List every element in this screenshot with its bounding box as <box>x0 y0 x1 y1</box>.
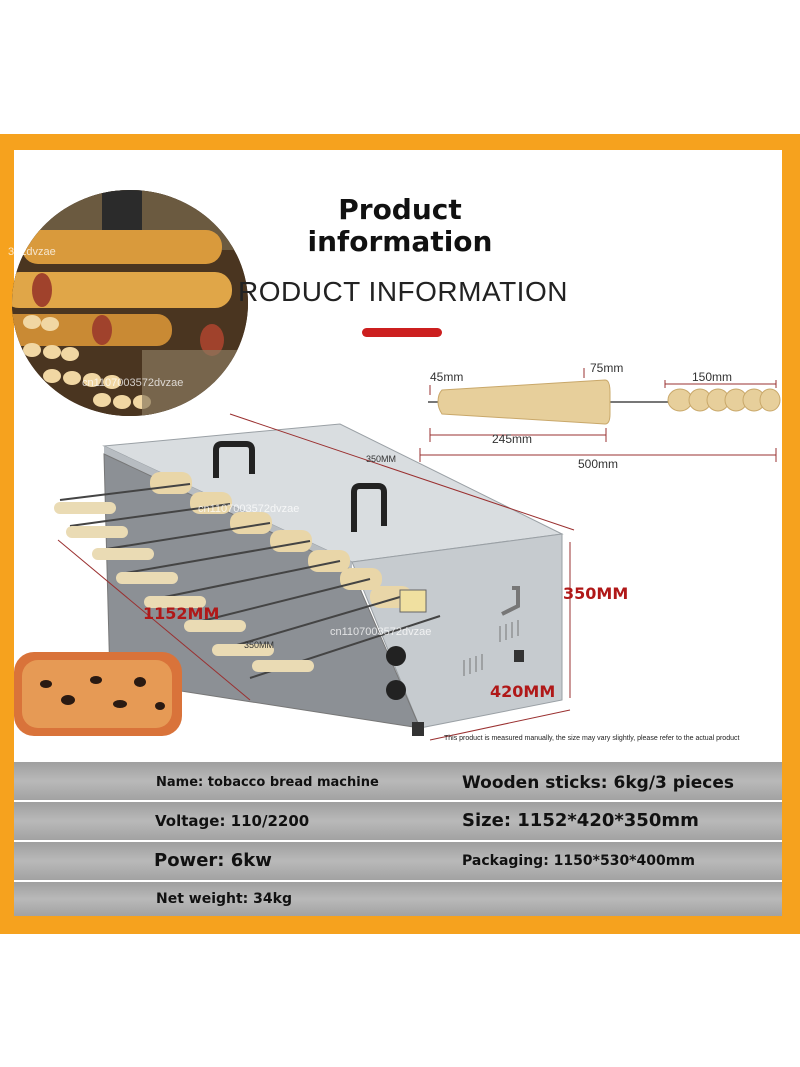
width-label: 420MM <box>490 682 556 701</box>
watermark: cn1107003572dvzae <box>330 626 432 638</box>
spec-band-2 <box>14 802 782 840</box>
subtitle: RODUCT INFORMATION <box>238 276 568 307</box>
wooden-stick-diagram <box>410 350 790 480</box>
height-label: 350MM <box>563 584 629 603</box>
spec-band-1 <box>14 762 782 800</box>
stick-total-label: 500mm <box>578 457 619 471</box>
stick-tip-label: 45mm <box>430 370 464 384</box>
spec-band-4 <box>14 882 782 916</box>
top-length-label: 350MM <box>366 454 397 464</box>
watermark: cn1107003572dvzae <box>82 377 184 389</box>
spec-power: Power: 6kw <box>154 850 272 871</box>
accent-bar <box>362 328 442 337</box>
cake-photo <box>10 646 186 742</box>
spec-name: Name: tobacco bread machine <box>156 775 379 790</box>
stick-body-label: 245mm <box>492 432 533 446</box>
title-line-2: information <box>307 225 493 258</box>
machine-illustration <box>40 410 600 750</box>
spec-net-weight: Net weight: 34kg <box>156 891 292 907</box>
title-line-1: Product <box>338 193 462 226</box>
spec-band-3 <box>14 842 782 880</box>
stick-handle-label: 150mm <box>692 370 733 384</box>
length-label: 1152MM <box>143 604 220 623</box>
watermark: cn1107003572dvzae <box>198 503 300 515</box>
lower-length-label: 350MM <box>244 640 275 650</box>
watermark: 372dvzae <box>8 246 56 258</box>
measurement-note: This product is measured manually, the s… <box>444 735 740 742</box>
stick-thick-end-label: 75mm <box>590 361 624 375</box>
spec-voltage: Voltage: 110/2200 <box>155 812 310 830</box>
spec-packaging: Packaging: 1150*530*400mm <box>462 853 695 869</box>
spec-wooden-sticks: Wooden sticks: 6kg/3 pieces <box>462 773 735 793</box>
spec-size: Size: 1152*420*350mm <box>462 810 699 831</box>
